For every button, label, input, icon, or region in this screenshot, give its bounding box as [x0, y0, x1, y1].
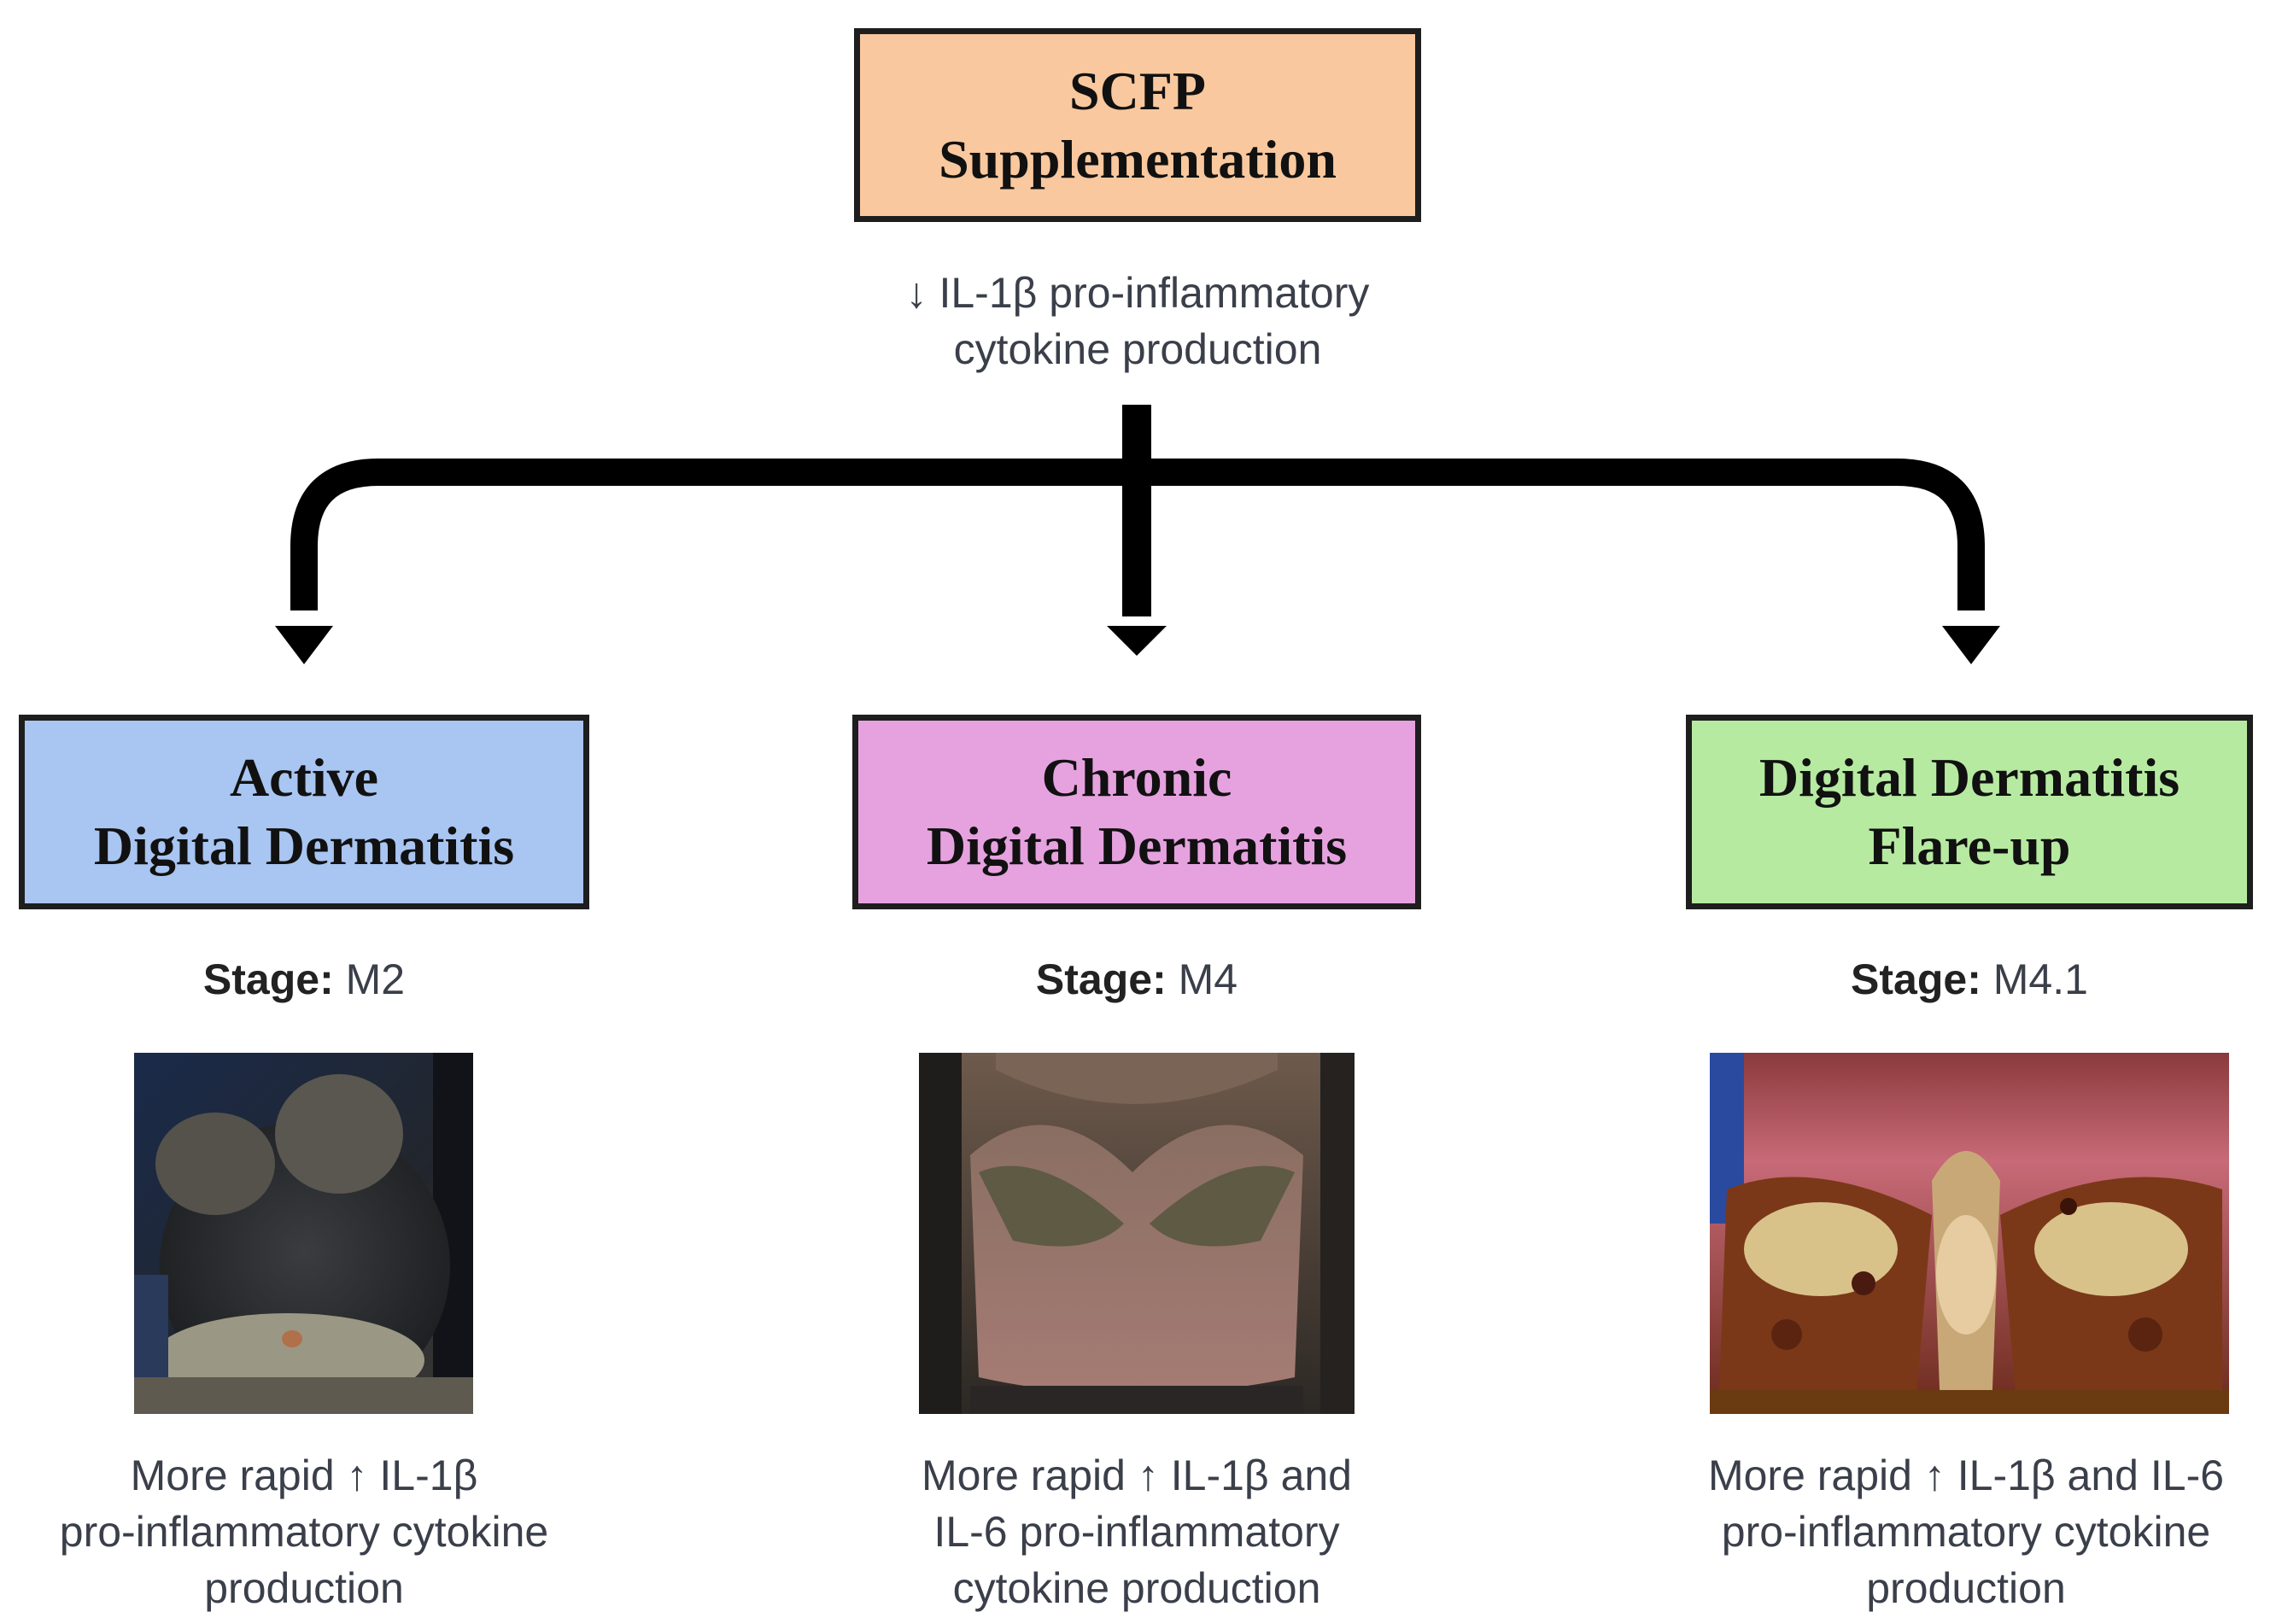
chronic-digital-dermatitis-box: Chronic Digital Dermatitis: [852, 715, 1421, 909]
branch-title-line-2: Flare-up: [1868, 815, 2071, 876]
active-digital-dermatitis-box: Active Digital Dermatitis: [19, 715, 589, 909]
effect-line-2: pro-inflammatory cytokine: [1721, 1508, 2211, 1556]
effect-line-3: production: [1866, 1564, 2066, 1612]
effect-line-1: More rapid ↑ IL-1β and IL-6: [1707, 1452, 2225, 1499]
effect-line-2: pro-inflammatory cytokine: [59, 1508, 549, 1556]
stage-value: M2: [345, 955, 406, 1003]
scfp-supplementation-box: SCFP Supplementation: [854, 28, 1421, 222]
branch-title-line-1: Active: [229, 747, 379, 808]
top-title-line-2: Supplementation: [939, 128, 1337, 190]
stage-label-m4: Stage: M4: [852, 954, 1421, 1005]
top-effect-text: ↓ IL-1β pro-inflammatory cytokine produc…: [811, 265, 1464, 377]
arrow-head-center: [1107, 626, 1167, 656]
chronic-dd-hoof-photo: [919, 1053, 1355, 1414]
center-stem: [1122, 405, 1151, 616]
stage-value: M4.1: [1992, 955, 2088, 1003]
branch-title-line-2: Digital Dermatitis: [926, 815, 1348, 876]
arrow-head-left: [275, 626, 333, 664]
arrow-head-right: [1942, 626, 2000, 664]
stage-label-text: Stage:: [202, 955, 334, 1003]
stage-value: M4: [1178, 955, 1238, 1003]
flare-up-dd-hoof-photo: [1710, 1053, 2229, 1414]
top-title-line-1: SCFP: [1069, 60, 1206, 121]
stage-label-text: Stage:: [1035, 955, 1167, 1003]
active-dd-hoof-photo: [134, 1053, 473, 1414]
stage-label-text: Stage:: [1851, 955, 1981, 1003]
stage-label-m4-1: Stage: M4.1: [1686, 954, 2253, 1005]
top-effect-line-2: cytokine production: [953, 325, 1322, 373]
top-effect-line-1: ↓ IL-1β pro-inflammatory: [905, 269, 1370, 317]
active-dd-effect-text: More rapid ↑ IL-1β pro-inflammatory cyto…: [2, 1447, 606, 1616]
effect-line-1: More rapid ↑ IL-1β: [130, 1452, 478, 1499]
branch-title-line-1: Digital Dermatitis: [1758, 747, 2180, 808]
branch-title-line-2: Digital Dermatitis: [93, 815, 515, 876]
effect-line-3: cytokine production: [952, 1564, 1321, 1612]
effect-line-3: production: [204, 1564, 404, 1612]
digital-dermatitis-flare-up-box: Digital Dermatitis Flare-up: [1686, 715, 2253, 909]
branch-title-line-1: Chronic: [1041, 747, 1232, 808]
stage-label-m2: Stage: M2: [19, 954, 589, 1005]
effect-line-2: IL-6 pro-inflammatory: [933, 1508, 1340, 1556]
flare-up-dd-effect-text: More rapid ↑ IL-1β and IL-6 pro-inflamma…: [1650, 1447, 2282, 1616]
chronic-dd-effect-text: More rapid ↑ IL-1β and IL-6 pro-inflamma…: [829, 1447, 1444, 1616]
effect-line-1: More rapid ↑ IL-1β and: [921, 1452, 1352, 1499]
